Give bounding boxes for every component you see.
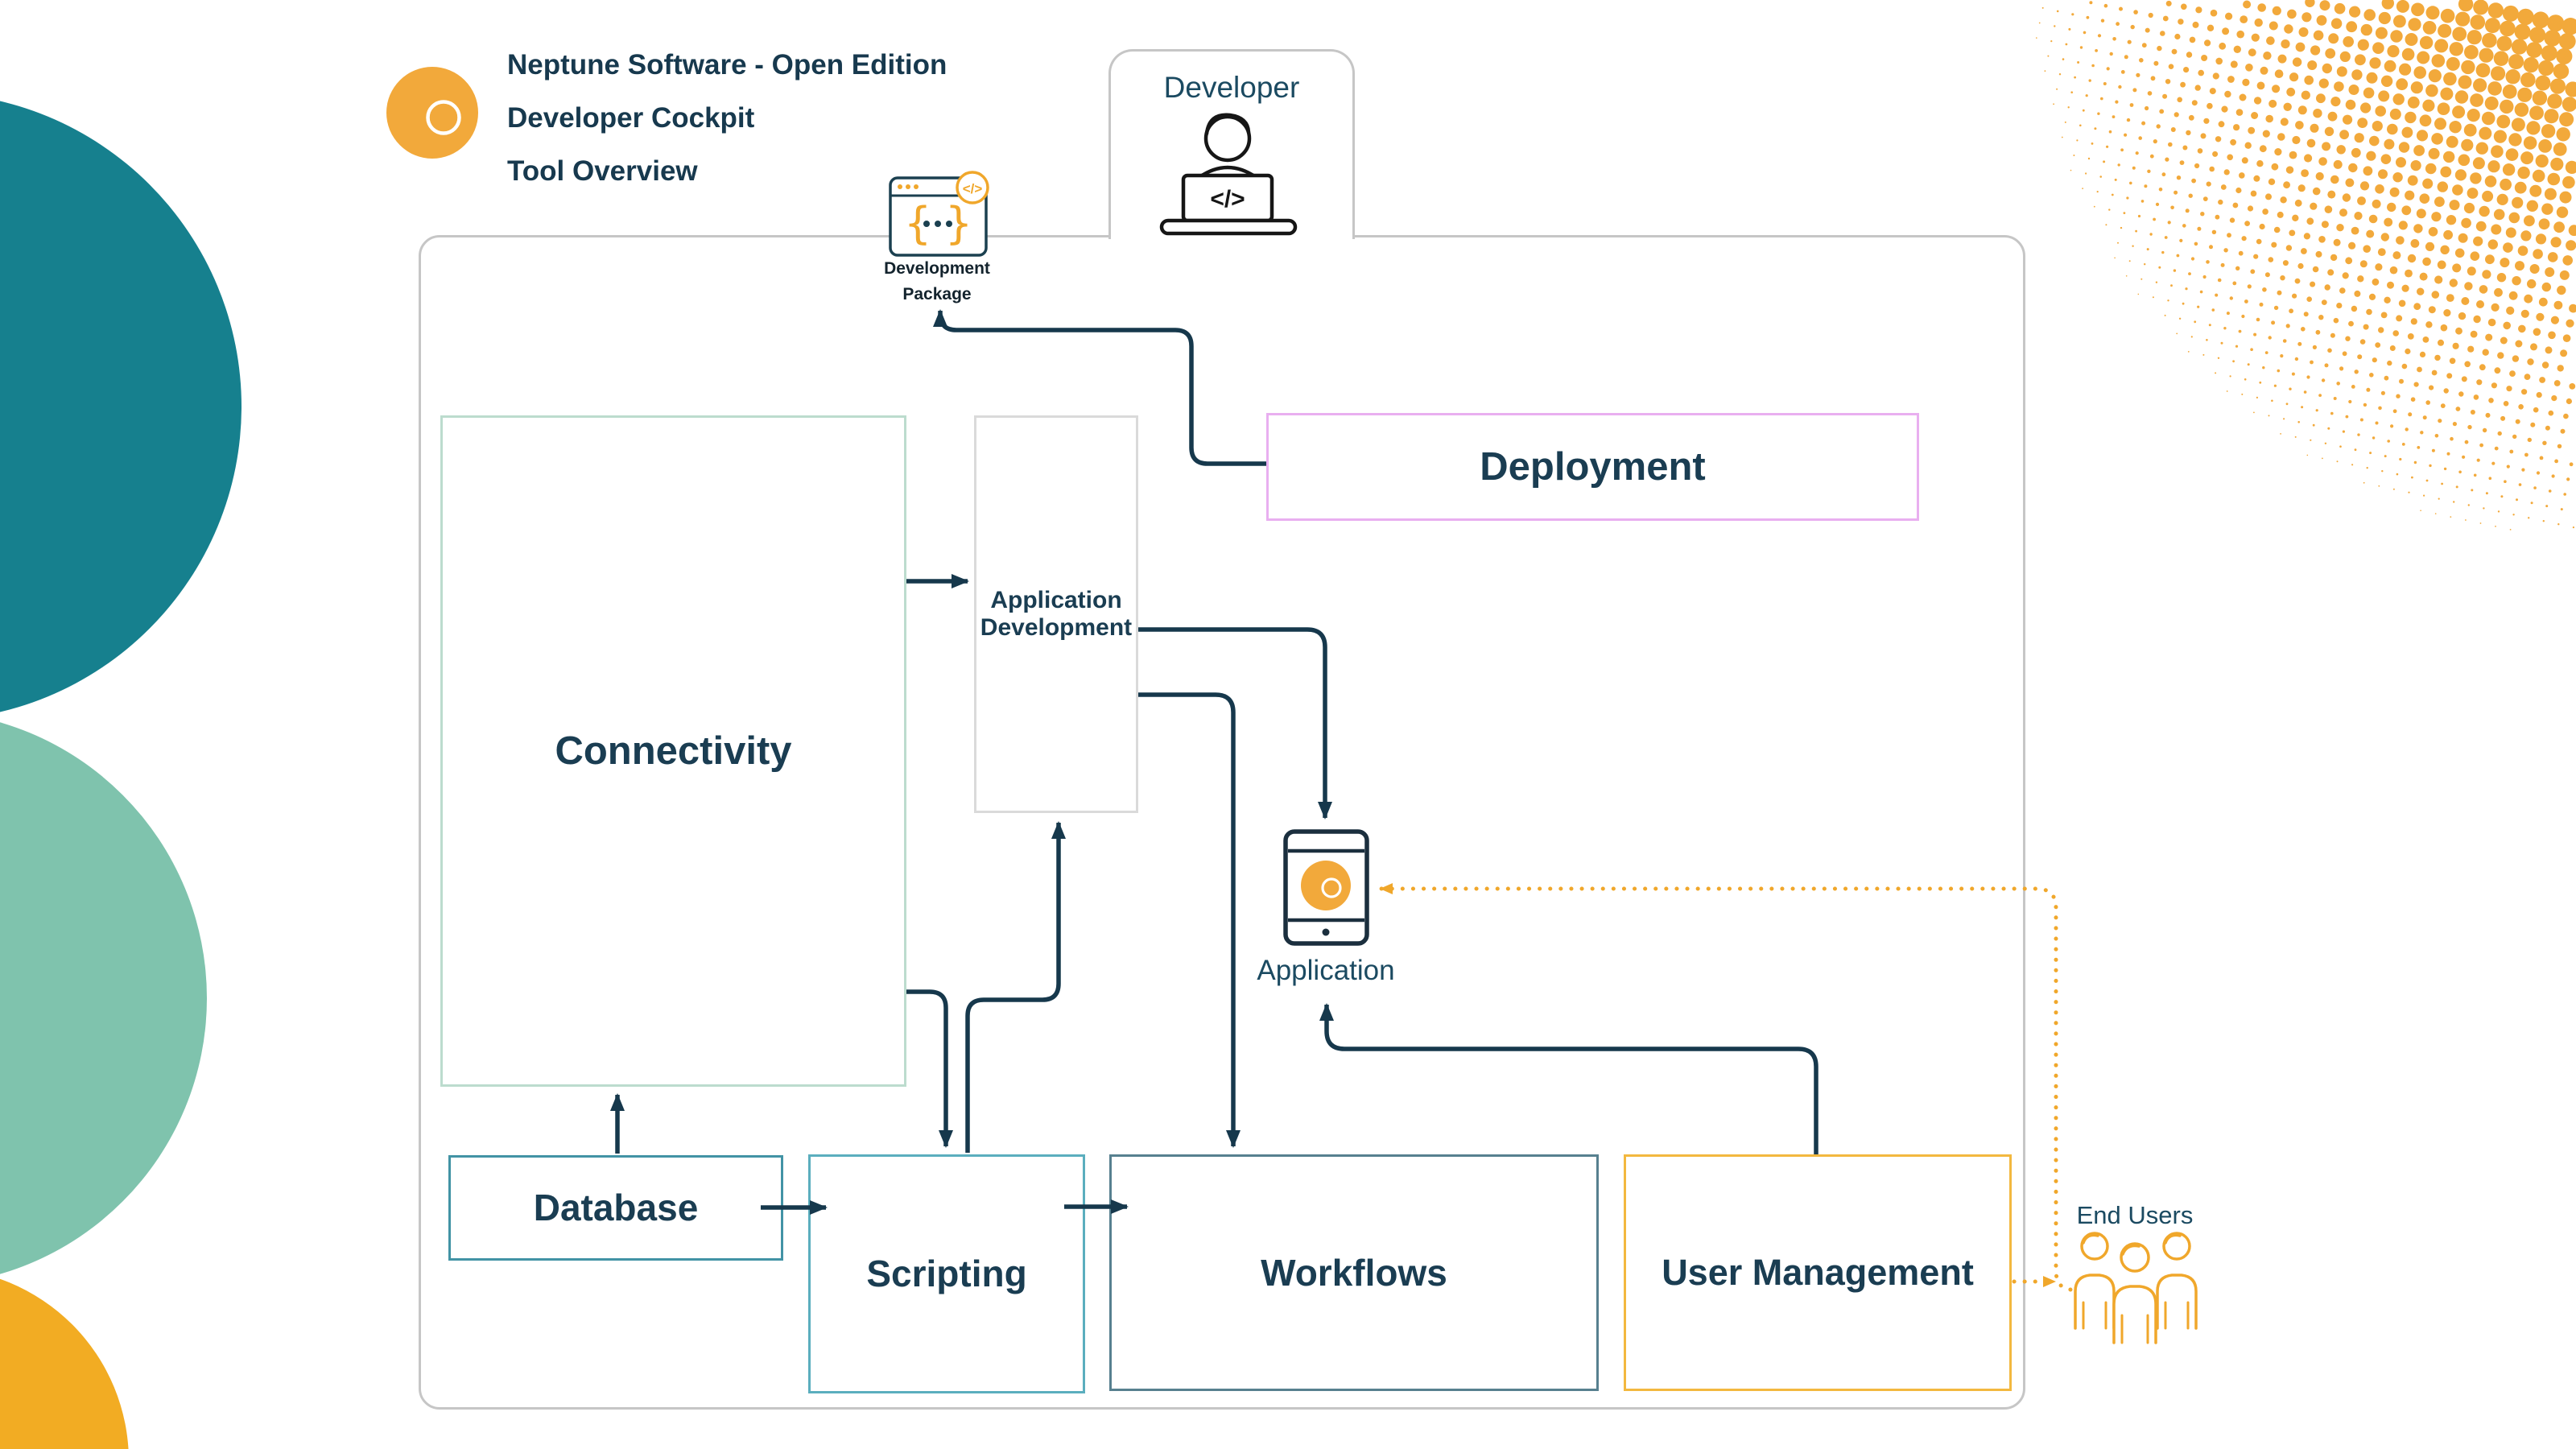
deployment-box: Deployment (1266, 413, 1919, 521)
scripting-box: Scripting (808, 1154, 1085, 1393)
code-badge-icon: </> (963, 181, 983, 196)
application-development-box: Application Development (974, 415, 1138, 813)
title-line-2: Developer Cockpit (507, 102, 755, 134)
development-package-label-line1: Development (884, 259, 990, 278)
teal-circle-decoration (0, 101, 242, 712)
development-package-label: Development Package (832, 256, 1042, 308)
deployment-label: Deployment (1480, 444, 1706, 489)
user-management-label: User Management (1662, 1252, 1974, 1294)
connectivity-box: Connectivity (440, 415, 906, 1087)
workflows-box: Workflows (1109, 1154, 1599, 1391)
seafoam-circle-decoration (0, 722, 207, 1274)
database-label: Database (533, 1187, 699, 1229)
title-line-1: Neptune Software - Open Edition (507, 49, 947, 80)
application-development-label-line1: Application (990, 586, 1122, 613)
application-development-label-line2: Development (980, 614, 1133, 641)
orange-circle-decoration (0, 1278, 129, 1449)
developer-label: Developer (1163, 71, 1300, 104)
end-users-label: End Users (2076, 1201, 2194, 1229)
end-users-icon (2074, 1232, 2198, 1344)
halftone-dots-pattern (2036, 0, 2576, 530)
page-title: Neptune Software - Open Edition Develope… (507, 39, 947, 198)
scripting-label: Scripting (866, 1253, 1027, 1295)
user-management-box: User Management (1624, 1154, 2012, 1391)
development-package-label-line2: Package (902, 285, 972, 303)
neptune-logo-icon (386, 67, 478, 159)
title-line-3: Tool Overview (507, 155, 698, 187)
connectivity-label: Connectivity (555, 729, 792, 773)
developer-tab: Developer (1108, 49, 1355, 239)
application-label: Application (1257, 955, 1395, 986)
workflows-label: Workflows (1261, 1251, 1447, 1294)
database-box: Database (448, 1155, 783, 1261)
